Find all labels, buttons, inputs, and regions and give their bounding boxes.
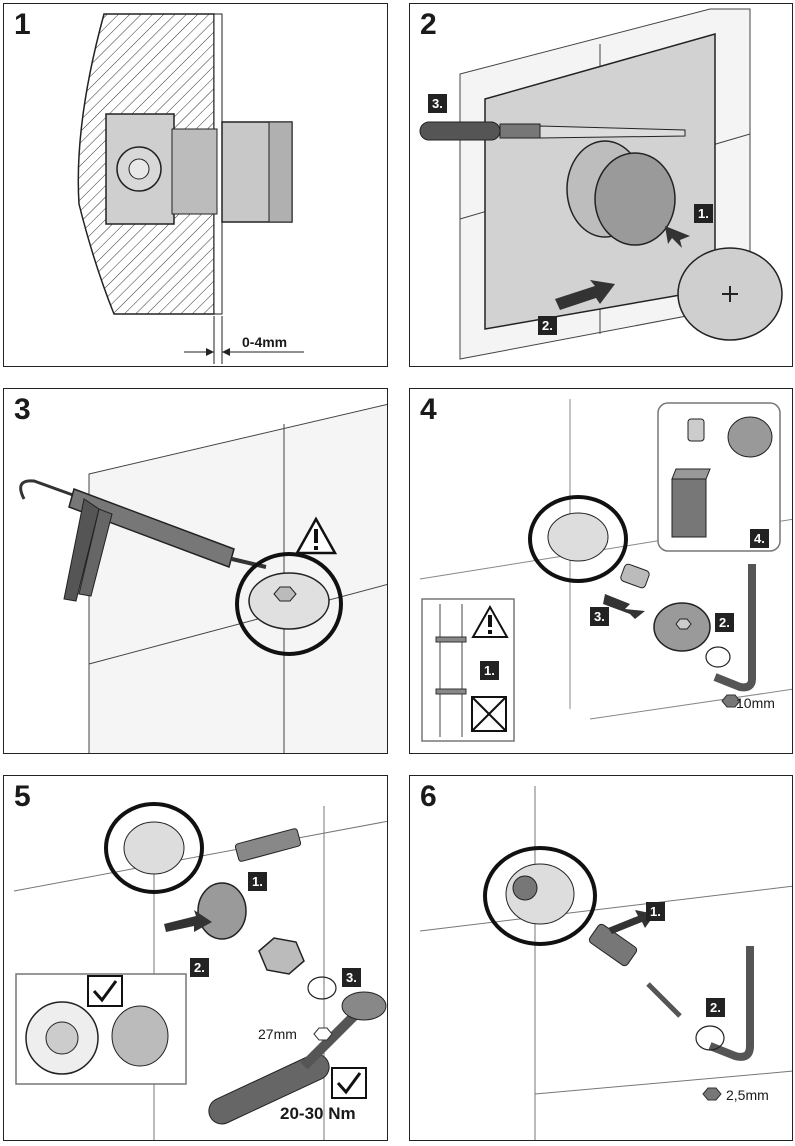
- rotate-icon: [705, 646, 731, 668]
- hex-icon: [273, 586, 297, 602]
- apply-sealant-illustration: [19, 403, 387, 753]
- waste-bin: [671, 478, 707, 538]
- spindle-extension: [588, 923, 638, 967]
- step-panel-2: 2 1. 2. 3.: [409, 3, 793, 367]
- wall-box-installation-illustration: [77, 13, 304, 364]
- step-badge: 2.: [538, 316, 557, 335]
- arrow-icon: [164, 910, 212, 932]
- flange-highlight: [104, 802, 204, 894]
- hex-icon: [721, 694, 741, 708]
- arrow-icon: [665, 226, 690, 248]
- panel-number: 4: [420, 393, 437, 426]
- step-badge: 2.: [190, 958, 209, 977]
- screwdriver-saw: [419, 121, 686, 141]
- panel-number: 3: [14, 393, 31, 426]
- remove-test-plug-illustration: [419, 399, 792, 753]
- rotate-icon: [695, 1025, 725, 1051]
- torque-label: 20-30 Nm: [280, 1104, 356, 1123]
- panel-number: 1: [14, 8, 31, 41]
- gap-measurement: 0-4mm: [242, 334, 288, 350]
- step-badge: 1.: [694, 204, 713, 223]
- cut-protective-cover-illustration: [419, 8, 783, 360]
- step-panel-1: 1 0-4mm: [3, 3, 388, 367]
- arrow-icon: [608, 910, 655, 934]
- check-icon: [87, 975, 123, 1007]
- panel-number: 5: [14, 780, 31, 813]
- step-badge: 1.: [248, 872, 267, 891]
- step-panel-6: 6 1. 2. 2,5mm: [409, 775, 793, 1141]
- step-panel-3: 3: [3, 388, 388, 754]
- caulking-gun: [19, 479, 267, 602]
- tile-wall: [88, 403, 387, 753]
- insert-spindle-illustration: [419, 786, 792, 1140]
- allen-key: [713, 564, 756, 692]
- warning-icon: [471, 604, 509, 638]
- step-badge: 3.: [342, 968, 361, 987]
- grease-tube: [234, 828, 302, 862]
- check-icon: [331, 1067, 367, 1099]
- step-panel-5: 5 1. 2. 3. 27mm 20-30 Nm: [3, 775, 388, 1141]
- step-badge: 3.: [590, 607, 609, 626]
- tile-wall: [420, 886, 792, 1140]
- panel-number: 2: [420, 8, 437, 41]
- arrow-icon: [555, 280, 615, 310]
- test-plug: [620, 563, 650, 589]
- insert-cartridge-illustration: [13, 802, 387, 1140]
- wrench-size-label: 2,5mm: [726, 1087, 769, 1103]
- flange-highlight: [528, 495, 628, 583]
- arrow-icon: [603, 594, 645, 619]
- wrench-size-label: 27mm: [258, 1026, 297, 1042]
- hex-nut: [258, 937, 305, 975]
- wrench-size-label: 10mm: [736, 695, 775, 711]
- no-cut-icon: [471, 696, 507, 732]
- allen-key: [708, 946, 754, 1061]
- screw: [646, 982, 682, 1018]
- step-badge: 1.: [646, 902, 665, 921]
- sealing-ring-highlight: [235, 552, 343, 656]
- body-housing: [171, 128, 218, 215]
- hex-icon: [675, 618, 692, 630]
- step-badge: 2.: [715, 613, 734, 632]
- thermostatic-cartridge: [197, 882, 247, 940]
- panel-number: 6: [420, 780, 437, 813]
- hex-icon: [313, 1027, 333, 1041]
- step-badge: 3.: [428, 94, 447, 113]
- rotate-icon: [307, 976, 337, 1000]
- cap-cover: [677, 247, 783, 341]
- hex-icon: [702, 1087, 722, 1101]
- torque-wrench: [208, 991, 387, 1125]
- flange-highlight: [483, 846, 597, 946]
- warning-icon: [294, 516, 338, 555]
- step-badge: 1.: [480, 661, 499, 680]
- step-panel-4: 4 1. 2. 3.: [409, 388, 793, 754]
- step-badge: 4.: [750, 529, 769, 548]
- step-badge: 2.: [706, 998, 725, 1017]
